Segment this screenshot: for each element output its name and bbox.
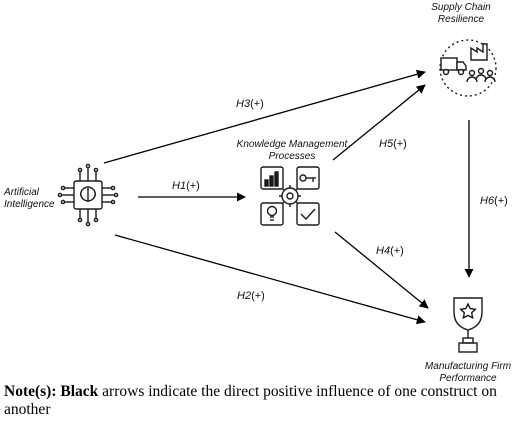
figure-note: Note(s): Black arrows indicate the direc… xyxy=(4,383,516,419)
label-h3: H3(+) xyxy=(236,98,264,110)
arrow-h4 xyxy=(334,231,429,309)
h2-sign: (+) xyxy=(251,290,265,302)
label-h1: H1(+) xyxy=(172,180,200,192)
h6-id: H6 xyxy=(480,195,495,207)
scr-label-line2: Resilience xyxy=(438,14,485,25)
trophy-icon xyxy=(453,297,483,353)
h6-sign: (+) xyxy=(494,195,508,207)
mfp-label-line2: Performance xyxy=(439,373,497,384)
h1-sign: (+) xyxy=(186,180,200,192)
h3-sign: (+) xyxy=(250,98,264,110)
scr-label-line1: Supply Chain xyxy=(431,2,491,13)
h4-sign: (+) xyxy=(390,245,404,257)
label-h2: H2(+) xyxy=(237,290,265,302)
arrow-h3 xyxy=(103,69,426,164)
h5-sign: (+) xyxy=(393,138,407,150)
h4-id: H4 xyxy=(376,245,390,257)
label-h5: H5(+) xyxy=(379,138,407,150)
node-knowledge-management-processes: Knowledge Management Processes xyxy=(237,139,349,226)
h3-id: H3 xyxy=(236,98,251,110)
note-text: arrows indicate the direct positive infl… xyxy=(4,383,497,418)
kmp-label-line1: Knowledge Management xyxy=(237,139,349,150)
h5-id: H5 xyxy=(379,138,394,150)
h2-id: H2 xyxy=(237,290,251,302)
note-label: Note(s): xyxy=(4,383,57,400)
ai-label-line2: Intelligence xyxy=(4,199,55,210)
label-h4: H4(+) xyxy=(376,245,404,257)
ai-chip-icon xyxy=(57,163,119,227)
arrows xyxy=(103,69,474,325)
arrow-h2 xyxy=(114,234,426,325)
arrow-h5 xyxy=(332,84,426,161)
node-supply-chain-resilience: Supply Chain Resilience xyxy=(431,2,497,97)
kmp-label-line2: Processes xyxy=(269,151,316,162)
mfp-label-line1: Manufacturing Firm xyxy=(425,361,511,372)
supply-chain-icon xyxy=(439,39,497,97)
node-manufacturing-firm-performance: Manufacturing Firm Performance xyxy=(425,297,511,384)
note-emphasis: Black xyxy=(60,383,99,400)
knowledge-management-icon xyxy=(260,166,320,226)
h1-id: H1 xyxy=(172,180,186,192)
ai-label-line1: Artificial xyxy=(3,187,40,198)
node-artificial-intelligence: Artificial Intelligence xyxy=(3,163,119,227)
label-h6: H6(+) xyxy=(480,195,508,207)
